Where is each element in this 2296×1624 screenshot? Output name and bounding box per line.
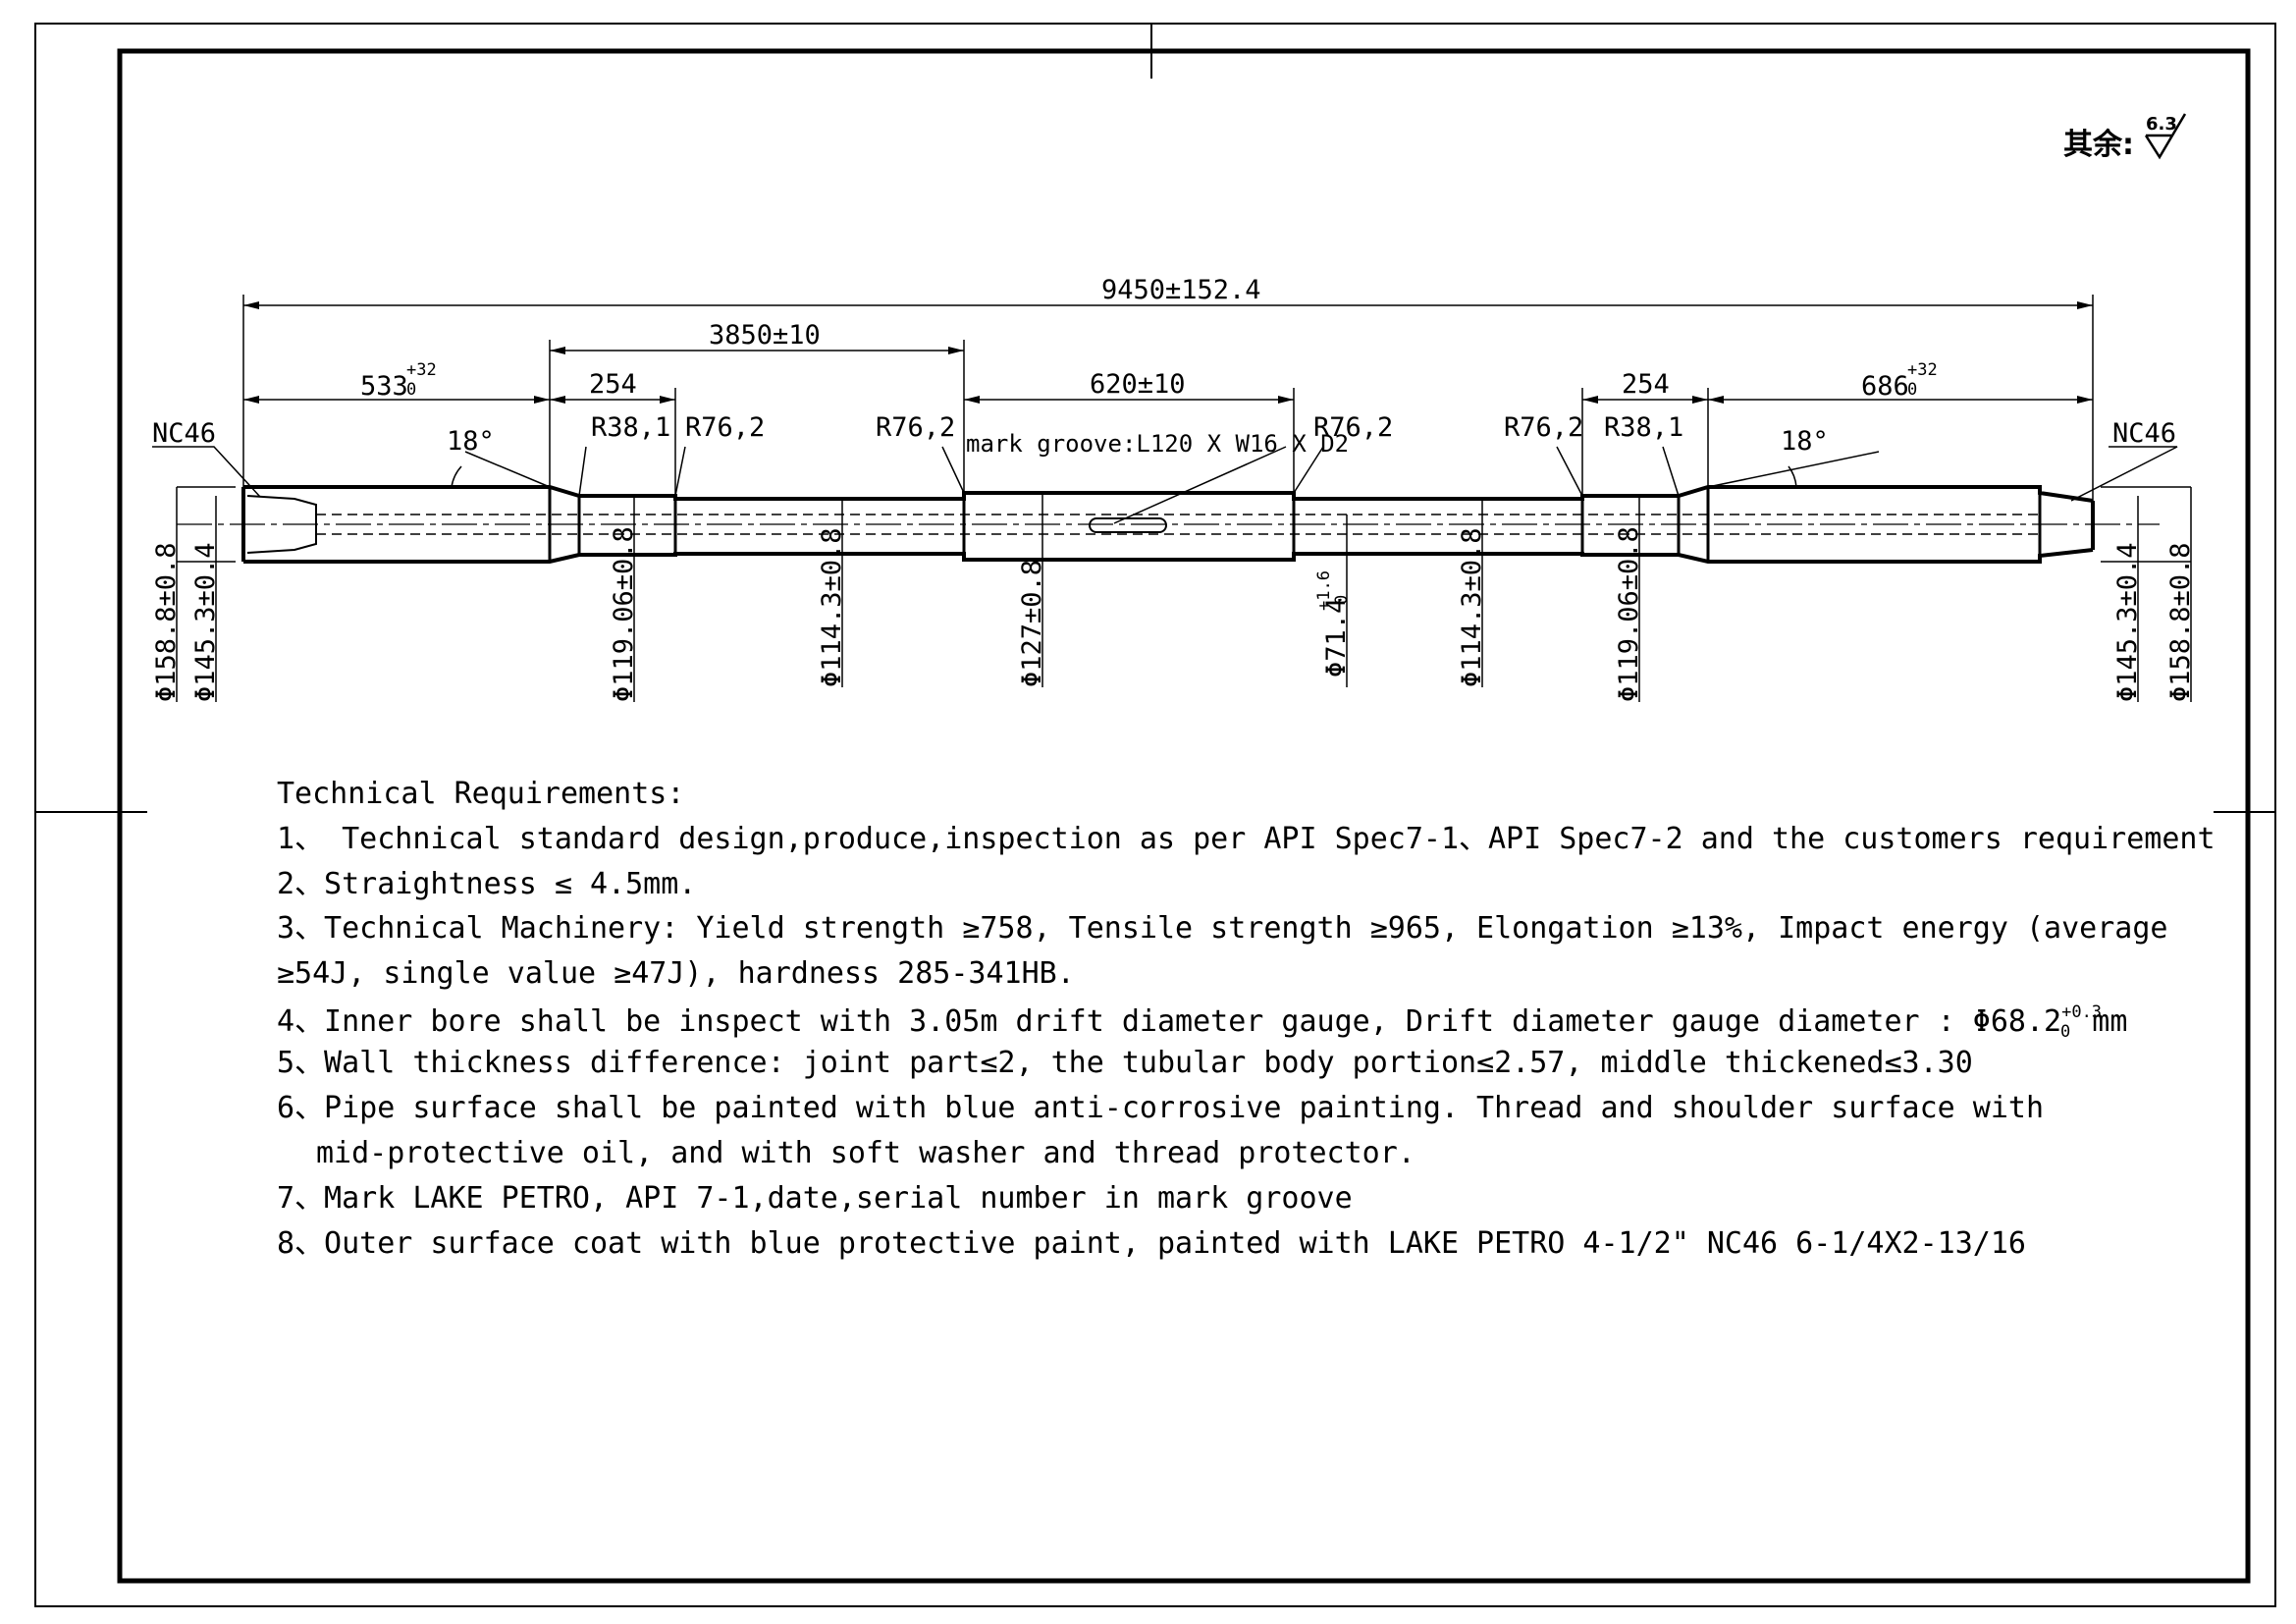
dia-71-upper: +1.6 <box>1314 570 1334 611</box>
requirement-3: 3、Technical Machinery: Yield strength ≥7… <box>277 911 2167 946</box>
dim-center: 620±10 <box>1090 369 1186 400</box>
dia-71: Φ71.4 <box>1321 598 1352 677</box>
roughness-value: 6.3 <box>2146 114 2177 135</box>
dim-upset: 3850±10 <box>709 320 821 351</box>
label-r76-left2: R76,2 <box>876 412 955 443</box>
inner-frame <box>117 48 2251 1584</box>
requirement-5: 5、Wall thickness difference: joint part≤… <box>277 1046 1973 1080</box>
dim-right-taper: 254 <box>1622 369 1670 400</box>
label-r38-left: R38,1 <box>591 412 670 443</box>
requirement-4: 4、Inner bore shall be inspect with 3.05m… <box>277 1002 2127 1042</box>
requirement-6: 6、Pipe surface shall be painted with blu… <box>277 1091 2044 1125</box>
dia-158-right: Φ158.8±0.8 <box>2165 542 2196 702</box>
requirement-4-text: 4、Inner bore shall be inspect with 3.05m… <box>277 1004 2061 1039</box>
dia-145-left: Φ145.3±0.4 <box>190 542 221 702</box>
label-r76-left1: R76,2 <box>685 412 765 443</box>
requirements-title: Technical Requirements: <box>277 777 684 811</box>
dim-left-taper: 254 <box>589 369 637 400</box>
dim-arrows <box>243 301 2093 404</box>
dim-overall: 9450±152.4 <box>1101 275 1261 305</box>
horizontal-dims <box>242 295 2094 501</box>
technical-requirements: Technical Requirements: 1、 Technical sta… <box>277 777 2216 1261</box>
requirement-4-lower: 0 <box>2060 1022 2070 1042</box>
dia-114-left: Φ114.3±0.8 <box>817 527 847 687</box>
requirement-4-unit: mm <box>2092 1004 2127 1039</box>
dim-right-box-lower: 0 <box>1907 380 1917 400</box>
requirement-6-cont: mid-protective oil, and with soft washer… <box>316 1136 1415 1170</box>
dia-145-right: Φ145.3±0.4 <box>2112 542 2143 702</box>
label-left-thread: NC46 <box>152 418 216 449</box>
label-right-thread: NC46 <box>2112 418 2176 449</box>
label-right-angle: 18° <box>1781 426 1829 457</box>
requirement-2: 2、Straightness ≤ 4.5mm. <box>277 867 696 901</box>
dia-114-right: Φ114.3±0.8 <box>1457 527 1487 687</box>
dim-left-pin: 533 <box>360 371 408 402</box>
roughness-symbol-icon <box>2144 113 2187 160</box>
roughness-label: 其余: <box>2063 128 2134 162</box>
dim-right-box: 686 <box>1861 371 1909 402</box>
requirement-8: 8、Outer surface coat with blue protectiv… <box>277 1226 2026 1261</box>
mark-groove-slot <box>1089 517 1167 533</box>
leaders <box>152 446 2178 524</box>
dia-119-right: Φ119.06±0.8 <box>1614 526 1644 702</box>
dia-127: Φ127±0.8 <box>1017 560 1047 687</box>
dia-158-left: Φ158.8±0.8 <box>151 542 182 702</box>
dim-left-pin-upper: +32 <box>406 360 437 380</box>
label-left-angle: 18° <box>447 426 495 457</box>
requirement-7: 7、Mark LAKE PETRO, API 7-1,date,serial n… <box>277 1181 1353 1216</box>
label-mark-groove: mark groove:L120 X W16 X D2 <box>966 430 1349 458</box>
inner-bore <box>316 514 2040 535</box>
label-r76-right1: R76,2 <box>1313 412 1393 443</box>
label-r76-right2: R76,2 <box>1504 412 1583 443</box>
pipe-shoulders <box>548 487 2042 562</box>
outer-border <box>34 23 2276 1607</box>
dim-left-pin-lower: 0 <box>406 380 416 400</box>
dia-119-left: Φ119.06±0.8 <box>609 526 639 702</box>
requirement-1: 1、 Technical standard design,produce,ins… <box>277 822 2216 856</box>
diameter-dims <box>176 486 2192 702</box>
dim-right-box-upper: +32 <box>1907 360 1938 380</box>
dia-71-lower: 0 <box>1332 595 1352 605</box>
label-r38-right: R38,1 <box>1604 412 1683 443</box>
requirement-4-upper: +0.3 <box>2061 1002 2102 1022</box>
requirement-3-cont: ≥54J, single value ≥47J), hardness 285-3… <box>277 956 1075 991</box>
